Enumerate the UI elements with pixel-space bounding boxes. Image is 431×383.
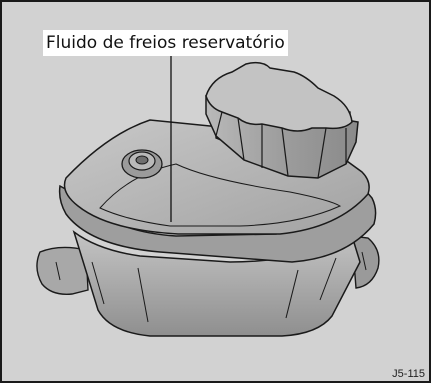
figure-code: J5-115 [392,368,425,380]
cap-top [205,61,353,132]
body-facet-lines [55,251,367,323]
cap-grip-ribs [215,111,347,179]
fitting-bolt-hole [135,155,149,165]
callout-label: Fluido de freios reservatório [43,30,288,56]
reservoir-left-lobe [36,246,89,295]
top-recess-outline [99,163,342,227]
reservoir-flange [58,182,377,263]
reservoir-right-lobe [351,235,380,289]
